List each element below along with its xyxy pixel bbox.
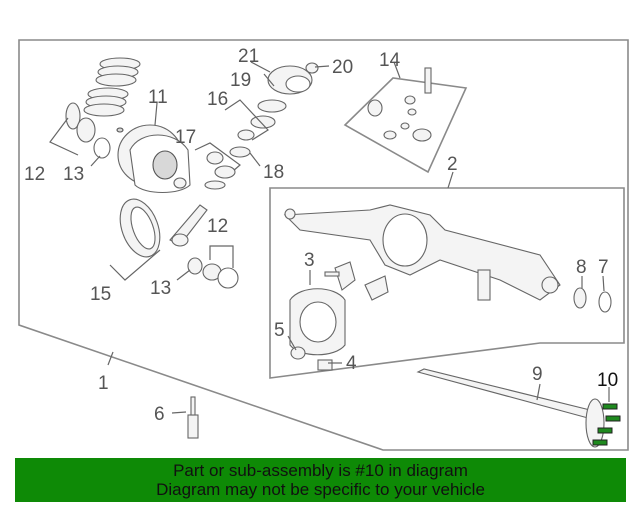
callout-12-lower: 12: [207, 216, 228, 237]
part-notice-banner: Part or sub-assembly is #10 in diagram D…: [15, 458, 626, 502]
callout-17: 17: [175, 127, 196, 148]
callout-11: 11: [148, 87, 168, 108]
cover-bolt: [317, 359, 333, 371]
outer-assembly-boundary: [18, 39, 629, 451]
callout-1: 1: [98, 373, 109, 394]
axle-seal: [598, 291, 612, 313]
callout-13-lower: 13: [150, 278, 171, 299]
banner-line-2: Diagram may not be specific to your vehi…: [156, 480, 485, 499]
callout-16: 16: [207, 89, 228, 110]
callout-20: 20: [332, 57, 353, 78]
ring-and-pinion-gear: [109, 198, 208, 281]
parts-diagram: 1 2 3 4 5 6 7 8 9 10 11 12 12 13 13 14 1…: [18, 39, 629, 451]
kit-subassembly-box: [343, 77, 468, 174]
sealant-tube: [187, 396, 199, 439]
fill-plug: [290, 346, 306, 360]
callout-5: 5: [274, 320, 285, 341]
differential-cover: [289, 288, 346, 356]
differential-case: [117, 124, 191, 194]
axle-bearing: [573, 287, 587, 309]
callout-4: 4: [346, 353, 357, 374]
side-gear-set: [194, 142, 241, 190]
callout-19: 19: [230, 70, 251, 91]
axle-shaft: [416, 368, 605, 448]
kit-contents: [367, 67, 432, 142]
callout-13-upper: 13: [63, 164, 84, 185]
callout-21: 21: [238, 46, 259, 67]
cover-brackets: [324, 261, 389, 301]
axle-housing-subassembly-box: [269, 187, 625, 379]
callout-6: 6: [154, 404, 165, 425]
callout-8: 8: [576, 257, 587, 278]
callout-15: 15: [90, 284, 111, 305]
callout-7: 7: [598, 257, 609, 278]
bearing-race-set-left: [49, 102, 124, 159]
callout-3: 3: [304, 250, 315, 271]
callout-18: 18: [263, 162, 284, 183]
pinion-flange-assembly: [224, 62, 319, 158]
bearing-stack-upper: [83, 57, 141, 117]
axle-housing: [283, 204, 561, 301]
bearing-race-set-lower: [187, 245, 239, 289]
callout-10: 10: [597, 370, 618, 391]
callout-2: 2: [447, 154, 458, 175]
callout-12-upper: 12: [24, 164, 45, 185]
callout-9: 9: [532, 364, 543, 385]
callout-14: 14: [379, 50, 401, 71]
banner-line-1: Part or sub-assembly is #10 in diagram: [173, 461, 468, 480]
wheel-studs: [592, 403, 621, 446]
leader-lines: [90, 61, 610, 414]
